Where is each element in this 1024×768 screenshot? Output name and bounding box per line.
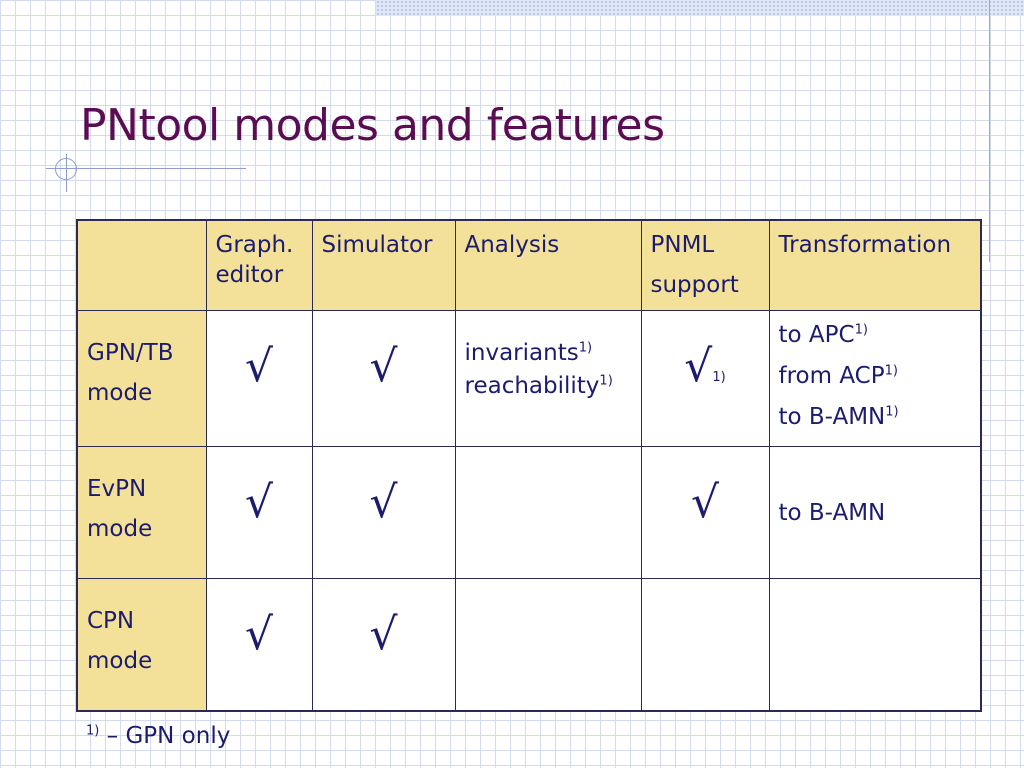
mode-label: mode <box>87 516 153 542</box>
crosshair-circle-icon <box>55 158 77 180</box>
header-cell-pnml-support: PNML support <box>640 219 770 311</box>
title-underline-decoration <box>46 168 246 169</box>
cell-transformation: to APC1) from ACP1) to B-AMN1) <box>768 310 982 447</box>
cell-simulator: √ <box>311 446 456 579</box>
footnote-mark: 1) <box>885 404 899 420</box>
table-row: CPN mode √ √ <box>76 578 982 711</box>
cell-pnml: √ <box>640 446 770 579</box>
header-text: Transformation <box>778 232 952 258</box>
footnote-mark: 1) <box>599 373 613 389</box>
row-header-gpn-tb: GPN/TB mode <box>76 310 207 447</box>
cell-simulator: √ <box>311 310 456 447</box>
transformation-item: to B-AMN <box>778 500 886 526</box>
footnote-mark: 1) <box>712 370 726 385</box>
cell-transformation: to B-AMN <box>768 446 982 579</box>
header-cell-graph-editor: Graph. editor <box>205 219 313 311</box>
row-header-evpn: EvPN mode <box>76 446 207 579</box>
footnote-mark: 1) <box>578 340 593 356</box>
header-corner-cell <box>76 219 207 311</box>
checkmark-icon: √ <box>684 341 713 392</box>
header-text: Simulator <box>321 232 433 258</box>
modes-features-table: Graph. editor Simulator Analysis PNML su… <box>76 219 982 712</box>
cell-pnml: √1) <box>640 310 770 447</box>
checkmark-icon: √ <box>690 477 720 528</box>
checkmark-icon: √ <box>244 477 274 528</box>
cell-transformation <box>768 578 982 711</box>
top-decorative-band <box>376 0 1024 16</box>
footnote-mark: 1) <box>86 723 100 739</box>
transformation-item: to B-AMN1) <box>778 404 899 430</box>
checkmark-icon: √ <box>244 341 274 392</box>
cell-analysis: invariants1) reachability1) <box>454 310 642 447</box>
table-header-row: Graph. editor Simulator Analysis PNML su… <box>76 219 982 311</box>
cell-simulator: √ <box>311 578 456 711</box>
mode-label: mode <box>87 380 153 406</box>
footnote-text: – GPN only <box>106 723 231 749</box>
header-cell-analysis: Analysis <box>454 219 642 311</box>
mode-label: EvPN <box>87 476 147 502</box>
cell-analysis <box>454 578 642 711</box>
slide-title: PNtool modes and features <box>80 100 665 151</box>
right-decorative-line <box>989 0 990 262</box>
cell-editor: √ <box>205 578 313 711</box>
cell-editor: √ <box>205 310 313 447</box>
footnote: 1) – GPN only <box>86 723 230 749</box>
footnote-mark: 1) <box>884 363 898 379</box>
table-row: GPN/TB mode √ √ invariants1) reachabilit… <box>76 310 982 447</box>
checkmark-icon: √ <box>369 609 398 660</box>
mode-label: mode <box>87 648 153 674</box>
table-row: EvPN mode √ √ √ to B-AMN <box>76 446 982 579</box>
transformation-item: to APC1) <box>778 322 868 348</box>
mode-label: GPN/TB <box>87 340 174 366</box>
header-text: editor <box>215 262 284 288</box>
header-cell-simulator: Simulator <box>311 219 456 311</box>
footnote-mark: 1) <box>854 322 868 338</box>
header-text: Graph. <box>215 232 294 258</box>
row-header-cpn: CPN mode <box>76 578 207 711</box>
cell-analysis <box>454 446 642 579</box>
checkmark-icon: √ <box>244 609 274 660</box>
cell-pnml <box>640 578 770 711</box>
transformation-item: from ACP1) <box>778 363 898 389</box>
header-text: Analysis <box>464 232 560 258</box>
analysis-item: invariants1) <box>464 340 593 366</box>
cell-editor: √ <box>205 446 313 579</box>
analysis-item: reachability1) <box>464 373 613 399</box>
header-text: PNML <box>650 232 715 258</box>
mode-label: CPN <box>87 608 135 634</box>
checkmark-icon: √ <box>369 477 398 528</box>
header-cell-transformation: Transformation <box>768 219 982 311</box>
header-text: support <box>650 272 739 298</box>
checkmark-icon: √ <box>369 341 398 392</box>
